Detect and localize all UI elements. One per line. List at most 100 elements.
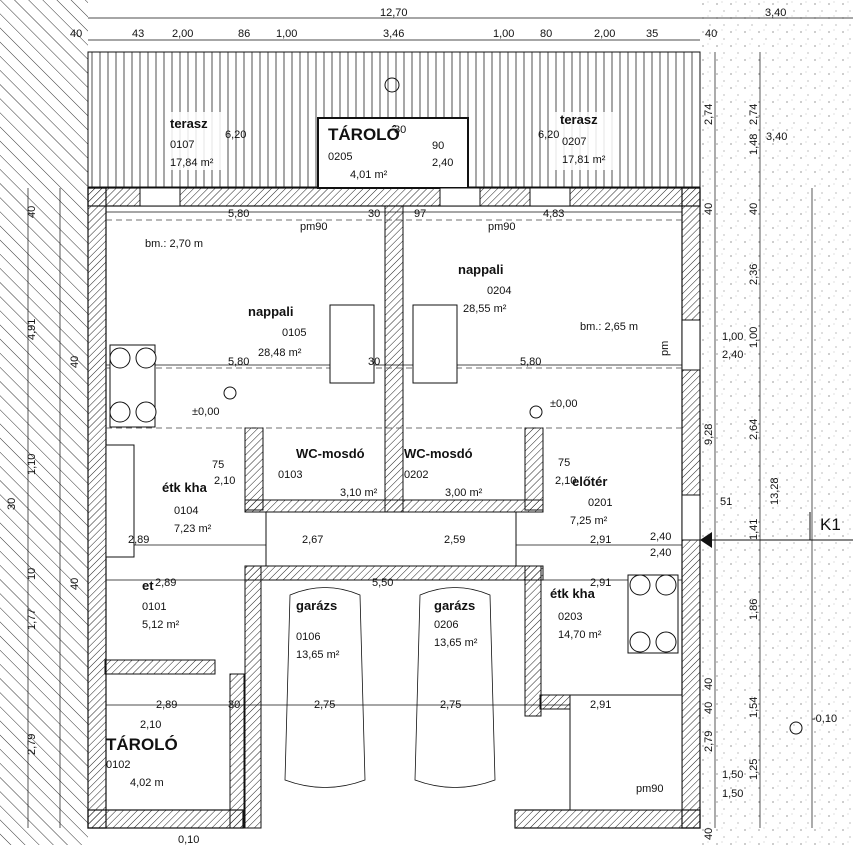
room-taroló-top: TÁROLÓ 0205 4,01 m² [328,125,400,181]
svg-text:0,10: 0,10 [178,834,199,845]
svg-text:1,86: 1,86 [748,599,760,620]
level-right: ±0,00 [550,398,577,410]
svg-text:4,02 m: 4,02 m [130,777,164,789]
svg-text:1,10: 1,10 [26,454,38,475]
svg-text:1,00: 1,00 [493,28,514,40]
room-et: et 0101 5,12 m² [142,578,180,631]
svg-text:2,40: 2,40 [722,349,743,361]
svg-text:5,80: 5,80 [228,208,249,220]
svg-text:40: 40 [705,28,717,40]
level-outside: -0,10 [812,713,837,725]
svg-text:2,89: 2,89 [128,534,149,546]
svg-text:30: 30 [228,699,240,711]
svg-text:2,00: 2,00 [594,28,615,40]
left-dims: 40 4,91 40 1,10 30 10 1,77 40 2,79 [6,206,81,755]
svg-text:garázs: garázs [434,598,475,613]
svg-text:0105: 0105 [282,327,306,339]
svg-text:nappali: nappali [458,262,504,277]
svg-text:5,80: 5,80 [228,356,249,368]
svg-text:40: 40 [703,203,715,215]
level-markers [223,77,803,735]
svg-text:2,36: 2,36 [748,264,760,285]
svg-text:2,67: 2,67 [302,534,323,546]
room-eloter: előtér 0201 7,25 m² [570,474,612,527]
svg-text:0207: 0207 [562,136,586,148]
svg-text:13,65 m²: 13,65 m² [434,637,478,649]
svg-text:4,83: 4,83 [543,208,564,220]
svg-text:13,28: 13,28 [769,477,781,505]
svg-text:3,10 m²: 3,10 m² [340,487,378,499]
svg-text:40: 40 [703,828,715,840]
svg-text:35: 35 [646,28,658,40]
furniture [105,304,683,811]
svg-text:4,01 m²: 4,01 m² [350,169,388,181]
svg-text:7,25 m²: 7,25 m² [570,515,608,527]
svg-text:2,75: 2,75 [440,699,461,711]
svg-text:2,91: 2,91 [590,699,611,711]
misc-dims: 6,20 6,20 30 90 2,40 5,80 30 97 4,83 5,8… [128,124,743,845]
svg-text:0106: 0106 [296,631,320,643]
svg-text:40: 40 [703,678,715,690]
svg-text:86: 86 [238,28,250,40]
svg-text:TÁROLÓ: TÁROLÓ [328,125,400,144]
pm90-bottom: pm90 [636,783,664,795]
svg-text:garázs: garázs [296,598,337,613]
svg-text:2,89: 2,89 [156,699,177,711]
kitchen-counter-right [569,694,683,811]
svg-text:5,50: 5,50 [372,577,393,589]
room-nappali-left: nappali 0105 28,48 m² [248,304,306,359]
svg-text:3,00 m²: 3,00 m² [445,487,483,499]
dimension-lines [27,17,853,828]
svg-text:1,00: 1,00 [276,28,297,40]
svg-text:0103: 0103 [278,469,302,481]
storage-top-box [317,117,469,189]
windows [139,187,701,541]
room-etk-right: étk kha 0203 14,70 m² [550,586,602,641]
svg-text:0205: 0205 [328,151,352,163]
top-dim-segments: 40 43 2,00 86 1,00 3,46 1,00 80 2,00 35 … [70,28,717,40]
svg-text:6,20: 6,20 [225,129,246,141]
svg-text:1,00: 1,00 [748,327,760,348]
svg-text:7,23 m²: 7,23 m² [174,523,212,535]
svg-text:2,59: 2,59 [444,534,465,546]
pm90-left: pm90 [300,221,328,233]
svg-text:40: 40 [69,356,81,368]
svg-text:2,89: 2,89 [155,577,176,589]
svg-text:2,40: 2,40 [650,547,671,559]
svg-text:0206: 0206 [434,619,458,631]
svg-text:1,54: 1,54 [748,697,760,718]
svg-text:0202: 0202 [404,469,428,481]
svg-text:51: 51 [720,496,732,508]
ceiling-height-right: bm.: 2,65 m [580,321,638,333]
section-label: K1 [820,515,841,534]
svg-text:2,00: 2,00 [172,28,193,40]
svg-text:30: 30 [394,124,406,136]
svg-text:étk kha: étk kha [162,480,208,495]
svg-text:90: 90 [432,140,444,152]
terrace-label-bg-left [165,112,225,170]
svg-text:30: 30 [6,498,18,510]
svg-text:6,20: 6,20 [538,129,559,141]
svg-text:10: 10 [26,568,38,580]
svg-text:80: 80 [540,28,552,40]
svg-text:1,25: 1,25 [748,759,760,780]
svg-text:1,50: 1,50 [722,769,743,781]
svg-text:1,50: 1,50 [722,788,743,800]
svg-text:2,10: 2,10 [140,719,161,731]
svg-text:3,40: 3,40 [766,131,787,143]
svg-text:1,77: 1,77 [26,609,38,630]
svg-text:2,74: 2,74 [703,104,715,125]
svg-text:1,00: 1,00 [722,331,743,343]
level-left: ±0,00 [192,406,219,418]
neighbour-hatch-left [0,0,88,845]
sofa-right [412,304,458,384]
room-terasz-right: terasz 0207 17,81 m² [560,112,606,166]
room-wc-right: WC-mosdó 0202 3,00 m² [404,446,483,499]
svg-text:28,48 m²: 28,48 m² [258,347,302,359]
svg-text:40: 40 [69,578,81,590]
svg-text:40: 40 [70,28,82,40]
svg-text:9,28: 9,28 [703,424,715,445]
pm-vertical: pm [659,341,671,356]
site-ground-right [700,0,853,845]
